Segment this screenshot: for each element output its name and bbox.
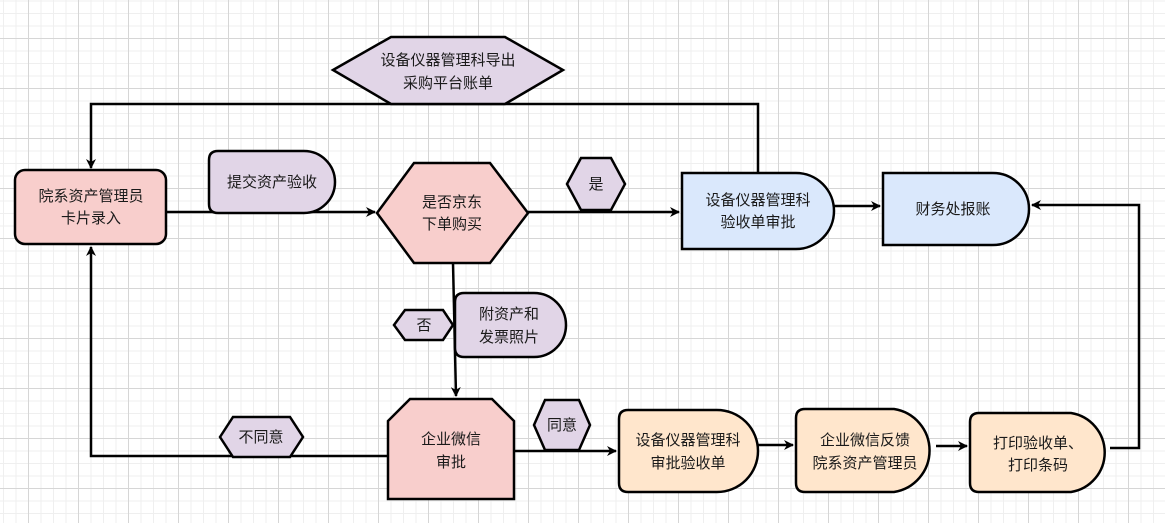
node-wecom-approval[interactable]: 企业微信 审批 [386, 397, 516, 501]
attach-photos-label-line2: 发票照片 [479, 328, 539, 346]
dept-approve-label-line2: 审批验收单 [650, 454, 725, 472]
dept-review-label-line1: 设备仪器管理科 [705, 191, 810, 209]
wecom-approval-shape [386, 397, 516, 501]
finance-label: 财务处报账 [915, 200, 990, 218]
card-entry-shape [13, 168, 168, 246]
node-agree-label[interactable]: 同意 [532, 398, 592, 452]
dept-approve-shape [617, 408, 760, 494]
submit-acceptance-label: 提交资产验收 [227, 173, 317, 191]
dept-approve-label-line1: 设备仪器管理科 [635, 431, 740, 449]
wecom-feedback-label-line1: 企业微信反馈 [820, 431, 910, 449]
node-jd-decision[interactable]: 是否京东 下单购买 [375, 161, 530, 265]
wecom-approval-label-line1: 企业微信 [421, 430, 481, 448]
print-label-line2: 打印条码 [1008, 456, 1068, 474]
yes-label-shape [565, 156, 627, 212]
node-card-entry[interactable]: 院系资产管理员 卡片录入 [13, 168, 168, 246]
disagree-label-text: 不同意 [238, 428, 283, 446]
yes-label-text: 是 [588, 175, 603, 193]
export-bill-label-line2: 采购平台账单 [403, 74, 493, 92]
node-wecom-feedback[interactable]: 企业微信反馈 院系资产管理员 [794, 407, 931, 494]
jd-decision-label-line1: 是否京东 [422, 193, 482, 211]
node-dept-approve[interactable]: 设备仪器管理科 审批验收单 [617, 408, 760, 494]
dept-review-label-line2: 验收单审批 [720, 213, 795, 231]
node-disagree-label[interactable]: 不同意 [218, 415, 305, 459]
export-bill-shape [330, 35, 566, 106]
card-entry-label-line1: 院系资产管理员 [38, 187, 143, 205]
card-entry-label-line2: 卡片录入 [61, 209, 121, 227]
print-label-line1: 打印验收单、 [993, 434, 1083, 452]
no-label-text: 否 [416, 316, 431, 334]
node-no-label[interactable]: 否 [392, 308, 455, 342]
attach-photos-shape [453, 291, 568, 359]
submit-acceptance-shape [207, 149, 337, 215]
jd-decision-label-line2: 下单购买 [422, 215, 482, 233]
node-submit-acceptance[interactable]: 提交资产验收 [207, 149, 337, 215]
node-export-bill[interactable]: 设备仪器管理科导出 采购平台账单 [330, 35, 566, 106]
finance-shape [881, 171, 1031, 247]
print-shape [968, 411, 1106, 494]
wecom-approval-label-line2: 审批 [436, 453, 466, 471]
node-finance[interactable]: 财务处报账 [881, 171, 1031, 247]
attach-photos-label-line1: 附资产和 [479, 305, 539, 323]
export-bill-label-line1: 设备仪器管理科导出 [380, 51, 515, 69]
wecom-feedback-label-line2: 院系资产管理员 [812, 454, 917, 472]
node-yes-label[interactable]: 是 [565, 156, 627, 212]
dept-review-shape [680, 171, 836, 251]
wecom-feedback-shape [794, 407, 931, 494]
jd-decision-shape [375, 161, 530, 265]
node-attach-photos[interactable]: 附资产和 发票照片 [453, 291, 568, 359]
node-dept-review[interactable]: 设备仪器管理科 验收单审批 [680, 171, 836, 251]
node-print[interactable]: 打印验收单、 打印条码 [968, 411, 1106, 494]
agree-label-shape [532, 398, 592, 452]
agree-label-text: 同意 [547, 416, 577, 434]
edge-print-to-finance[interactable] [1031, 200, 1141, 450]
disagree-label-shape [218, 415, 305, 459]
no-label-shape [392, 308, 455, 342]
